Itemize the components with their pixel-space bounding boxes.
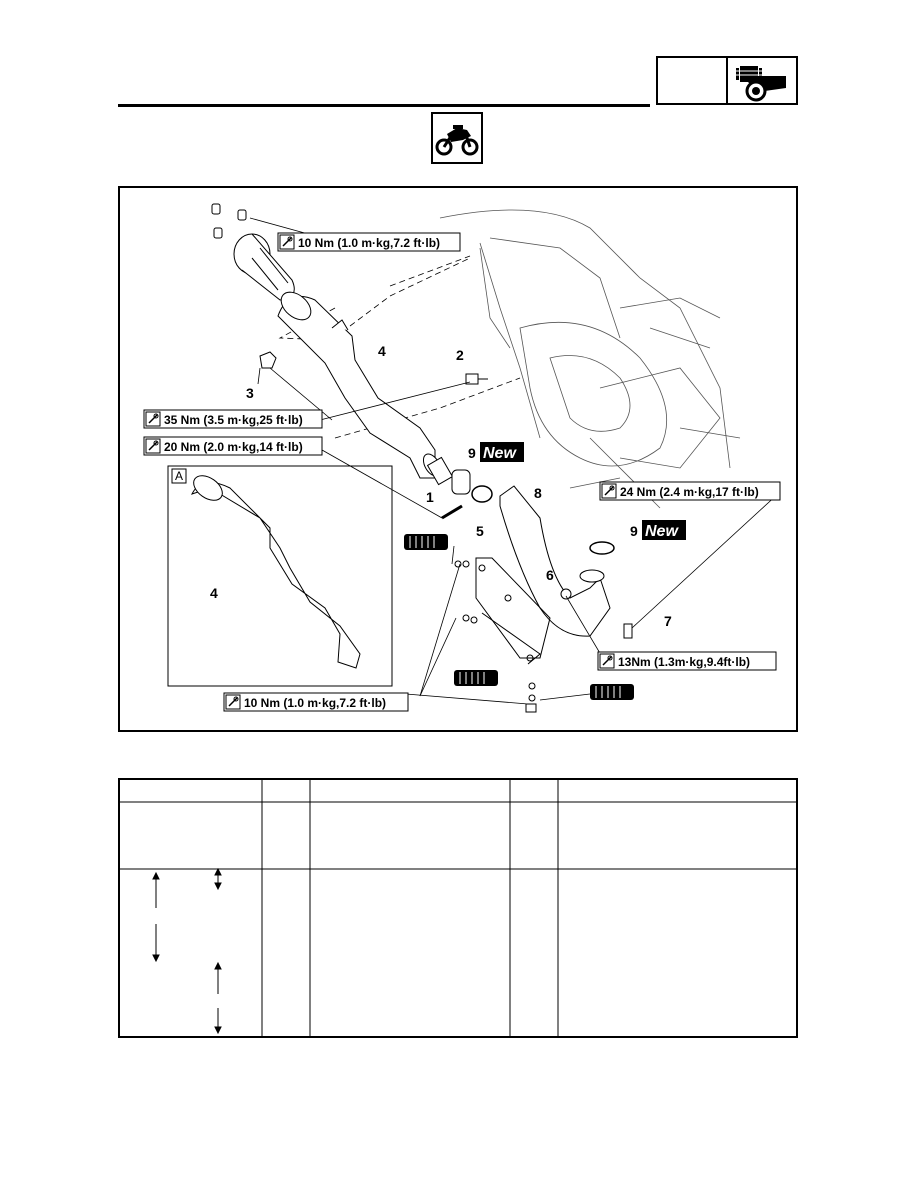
silencer-main bbox=[277, 291, 454, 486]
frame-engine-sketch bbox=[439, 209, 741, 509]
svg-text:10 Nm (1.0 m·kg,7.2 ft·lb): 10 Nm (1.0 m·kg,7.2 ft·lb) bbox=[244, 696, 386, 710]
torque-label-6: 10 Nm (1.0 m·kg,7.2 ft·lb) bbox=[223, 692, 409, 712]
motorcycle-icon bbox=[435, 125, 479, 156]
torque-label-3: 20 Nm (2.0 m·kg,14 ft·lb) bbox=[143, 436, 323, 456]
bolt-7 bbox=[623, 623, 633, 639]
engine-piston-icon bbox=[736, 66, 786, 102]
sequence-arrows bbox=[152, 867, 222, 1035]
svg-text:35 Nm (3.5 m·kg,25 ft·lb): 35 Nm (3.5 m·kg,25 ft·lb) bbox=[164, 413, 303, 427]
svg-text:24 Nm (2.4 m·kg,17 ft·lb): 24 Nm (2.4 m·kg,17 ft·lb) bbox=[620, 485, 759, 499]
inset-label-a: A bbox=[175, 469, 183, 483]
clamp-5 bbox=[471, 485, 493, 503]
torque-label-1: 10 Nm (1.0 m·kg,7.2 ft·lb) bbox=[277, 232, 461, 252]
torque-label-2: 35 Nm (3.5 m·kg,25 ft·lb) bbox=[143, 409, 323, 429]
new-badge-top: New bbox=[480, 442, 524, 462]
gasket-9-top bbox=[451, 469, 471, 495]
heat-guard bbox=[454, 557, 551, 713]
svg-text:20 Nm (2.0 m·kg,14 ft·lb): 20 Nm (2.0 m·kg,14 ft·lb) bbox=[164, 440, 303, 454]
callout-2: 2 bbox=[456, 347, 464, 363]
muffler-endcap bbox=[211, 203, 295, 301]
torque-label-5: 13Nm (1.3m·kg,9.4ft·lb) bbox=[597, 651, 777, 671]
torque-label-4: 24 Nm (2.4 m·kg,17 ft·lb) bbox=[599, 481, 781, 501]
header-icon-box bbox=[728, 56, 798, 105]
gasket-9-right bbox=[589, 541, 615, 555]
svg-text:13Nm (1.3m·kg,9.4ft·lb): 13Nm (1.3m·kg,9.4ft·lb) bbox=[618, 655, 750, 669]
callout-3: 3 bbox=[246, 385, 254, 401]
svg-text:10 Nm (1.0 m·kg,7.2 ft·lb): 10 Nm (1.0 m·kg,7.2 ft·lb) bbox=[298, 236, 440, 250]
callout-1: 1 bbox=[426, 489, 434, 505]
exhaust-pipe-8 bbox=[499, 485, 611, 637]
offroad-mode-box bbox=[431, 112, 483, 164]
parts-table bbox=[118, 778, 798, 1038]
inset-a: A bbox=[167, 465, 393, 687]
bolt-1 bbox=[441, 504, 463, 520]
callout-9-right: 9 bbox=[630, 523, 638, 539]
callout-4-inset: 4 bbox=[210, 585, 218, 601]
callout-9-top: 9 bbox=[468, 445, 476, 461]
header-rule bbox=[118, 104, 650, 107]
callout-5: 5 bbox=[476, 523, 484, 539]
exhaust-exploded-diagram: A bbox=[118, 186, 798, 732]
new-badge-right: New bbox=[642, 520, 686, 540]
svg-text:New: New bbox=[483, 445, 517, 462]
nut-6 bbox=[560, 588, 572, 600]
callout-4-main: 4 bbox=[378, 343, 386, 359]
svg-text:New: New bbox=[645, 523, 679, 540]
callout-7: 7 bbox=[664, 613, 672, 629]
bolt-3 bbox=[259, 351, 277, 369]
parts-table-grid bbox=[120, 780, 796, 1036]
bolt-2 bbox=[465, 373, 488, 385]
exhaust-drawing: A bbox=[143, 203, 781, 713]
callout-8: 8 bbox=[534, 485, 542, 501]
header-title-box bbox=[656, 56, 728, 105]
callout-6: 6 bbox=[546, 567, 554, 583]
